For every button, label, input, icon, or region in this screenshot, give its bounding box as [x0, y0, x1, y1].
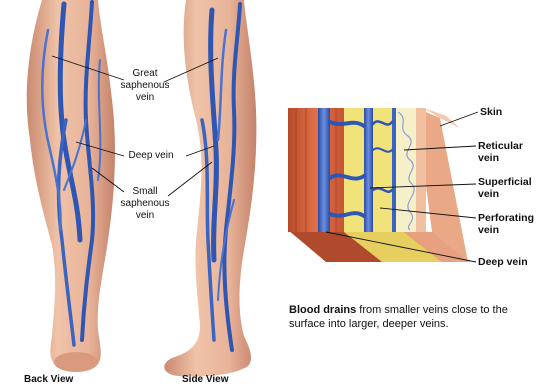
perforating-vein-label: Perforating vein	[478, 212, 534, 236]
caption-bold: Blood drains	[289, 304, 356, 316]
reticular-vein-label: Reticular vein	[478, 140, 523, 164]
superficial-vein-label: Superficial vein	[478, 176, 532, 200]
great-saphenous-vein-label: Great saphenous vein	[116, 68, 174, 104]
deep-vein-leg-label: Deep vein	[120, 150, 182, 162]
back-view-label: Back View	[24, 374, 73, 385]
small-saphenous-vein-label: Small saphenous vein	[116, 186, 174, 222]
dermis-layer	[394, 108, 416, 232]
reticular-vein-vessel	[392, 108, 396, 232]
deep-vein-section-label: Deep vein	[478, 256, 528, 268]
side-view-label: Side View	[182, 374, 229, 385]
caption: Blood drains from smaller veins close to…	[289, 303, 539, 331]
back-heel	[54, 352, 98, 372]
skin-label: Skin	[480, 106, 502, 118]
muscle-layer	[288, 108, 344, 232]
epidermis-layer	[416, 108, 426, 232]
back-view-leg	[27, 0, 115, 372]
